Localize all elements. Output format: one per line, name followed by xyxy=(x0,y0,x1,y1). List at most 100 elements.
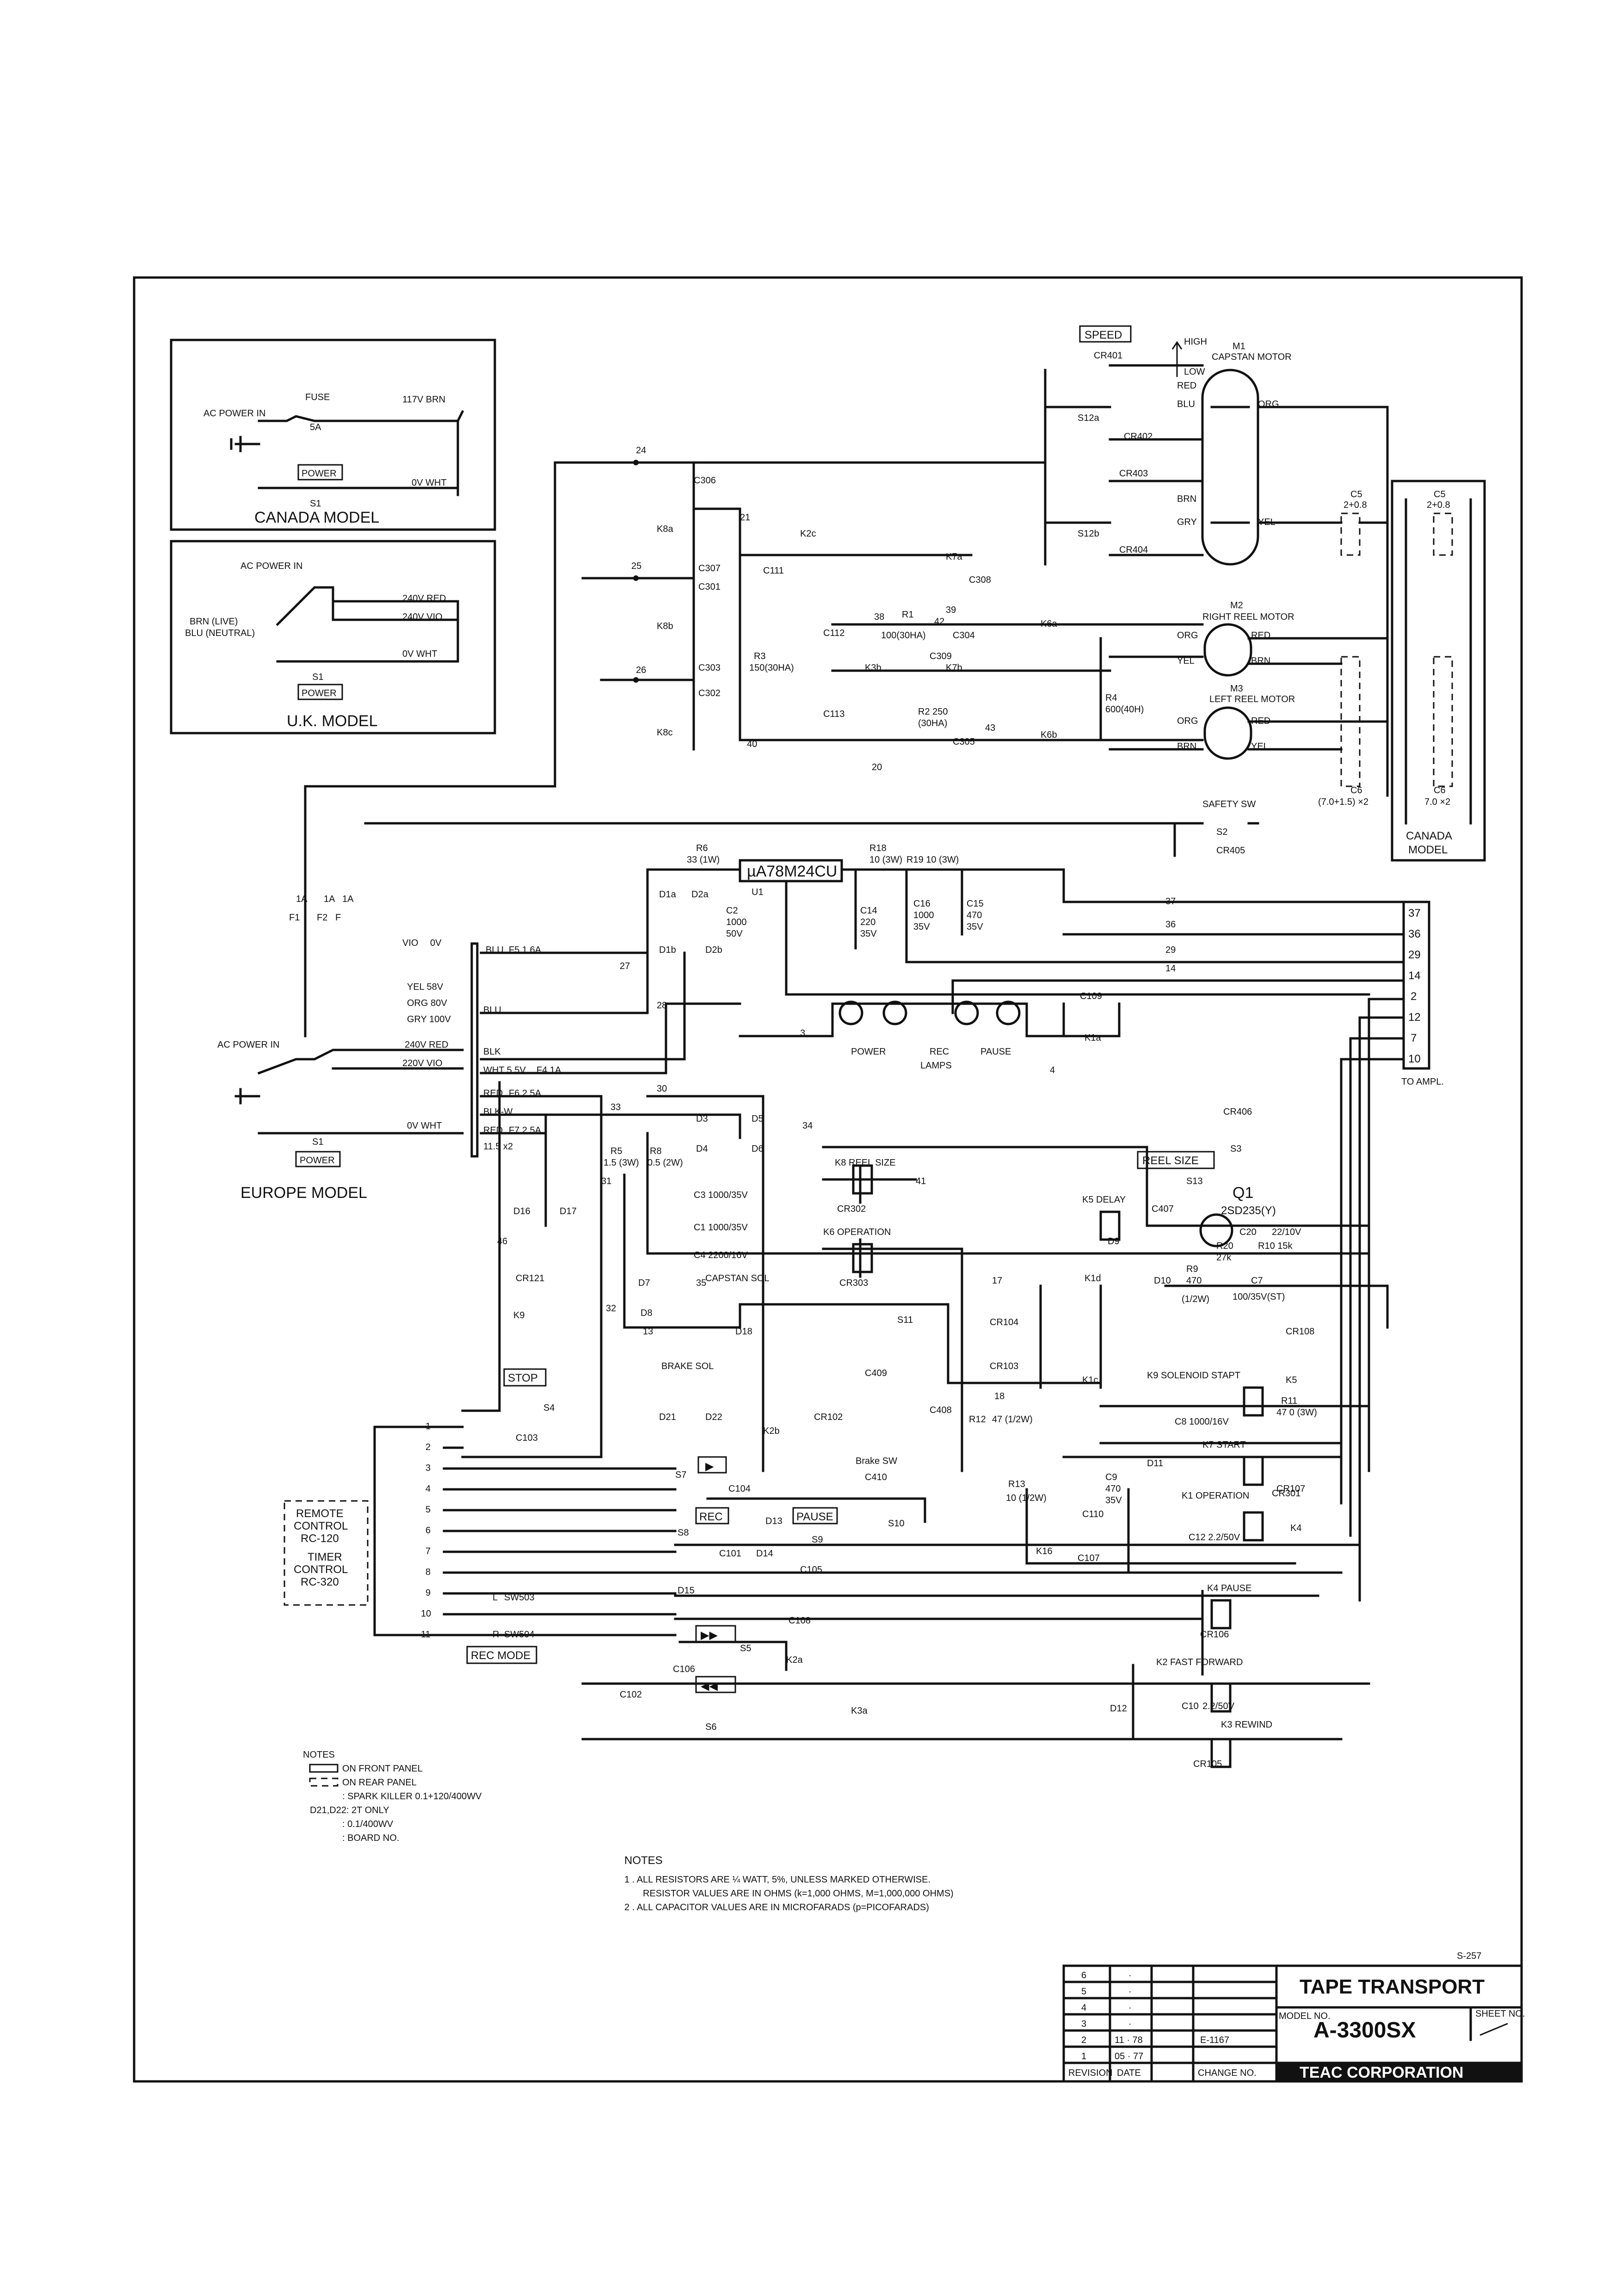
node-30: 30 xyxy=(657,1084,667,1094)
c2-value1: 1000 xyxy=(726,917,747,927)
rev-6: 6 xyxy=(1081,1970,1086,1981)
remote-line-1: REMOTE xyxy=(296,1507,344,1520)
node-43: 43 xyxy=(985,723,995,733)
rev-4-date: · xyxy=(1128,2003,1132,2013)
conn-label: TO AMPL. xyxy=(1401,1077,1444,1087)
k2b-label: K2b xyxy=(763,1426,780,1436)
s5-label: S5 xyxy=(740,1643,751,1654)
capstan-motor-symbol xyxy=(1201,369,1259,566)
k8a-label: K8a xyxy=(657,524,673,534)
c8-label: C8 1000/16V xyxy=(1175,1417,1229,1427)
c409-label: C409 xyxy=(865,1368,887,1378)
c113-label: C113 xyxy=(823,709,844,719)
c14-value1: 220 xyxy=(860,917,875,927)
node-28: 28 xyxy=(657,1000,667,1011)
capstan-sol-label: CAPSTAN SOL xyxy=(705,1273,770,1284)
k7-start-label: K7 START xyxy=(1202,1440,1246,1450)
d9-label: D9 xyxy=(1108,1236,1120,1247)
legend-spark: : SPARK KILLER 0.1+120/400WV xyxy=(342,1791,482,1802)
d13-label: D13 xyxy=(765,1516,783,1526)
node-14: 14 xyxy=(1165,963,1176,974)
cr401-label: CR401 xyxy=(1094,351,1122,361)
q1-label: Q1 xyxy=(1233,1184,1253,1202)
c309-label: C309 xyxy=(930,651,952,661)
k6-relay-coil xyxy=(852,1243,873,1273)
rev-2-date: 11 · 78 xyxy=(1115,2035,1143,2045)
c12-label: C12 2.2/50V xyxy=(1189,1532,1240,1543)
model-label: MODEL NO. xyxy=(1279,2011,1331,2021)
d7-label: D7 xyxy=(638,1278,650,1288)
lamp-pause-icon xyxy=(996,1000,1021,1025)
sw-l-label: L xyxy=(493,1592,498,1603)
k9-contact-label: K9 xyxy=(513,1310,524,1321)
sheet-code: S-257 xyxy=(1457,1951,1481,1961)
c5-value: 2+0.8 xyxy=(1344,500,1367,510)
canada-power-label: POWER xyxy=(302,469,337,479)
title-block: S-257 6 · 5 · 4 · 3 · 2 11 · 78 E-1167 1… xyxy=(1062,1951,1525,2083)
r8-label: R8 xyxy=(650,1146,662,1156)
c102-label: C102 xyxy=(620,1690,642,1700)
europe-power-box xyxy=(295,1151,341,1167)
remote-pin-10: 10 xyxy=(421,1609,431,1619)
node-37: 37 xyxy=(1165,896,1176,907)
q1-value: 2SD235(Y) xyxy=(1221,1204,1276,1217)
speed-low: LOW xyxy=(1184,367,1205,377)
uk-blu: BLU (NEUTRAL) xyxy=(185,628,255,638)
r11-label: R11 xyxy=(1281,1396,1297,1406)
fuse-f3: F xyxy=(335,913,341,923)
c7-value: 100/35V(ST) xyxy=(1233,1292,1285,1302)
c101-label: C101 xyxy=(719,1549,741,1559)
canada-heading: CANADA MODEL xyxy=(254,509,379,526)
node-31: 31 xyxy=(601,1176,611,1186)
legend-block: NOTES ON FRONT PANEL ON REAR PANEL : SPA… xyxy=(303,1750,482,1843)
remote-control-block: REMOTE CONTROL RC-120 TIMER CONTROL RC-3… xyxy=(284,1421,677,1640)
r9-value: 470 xyxy=(1186,1276,1202,1286)
c303-label: C303 xyxy=(698,663,721,673)
cr301-label: CR301 xyxy=(1272,1488,1300,1499)
r9-label: R9 xyxy=(1186,1264,1198,1274)
rev-1: 1 xyxy=(1081,2051,1086,2061)
play-box xyxy=(697,1456,727,1474)
speed-box xyxy=(1079,325,1132,343)
cr403-label: CR403 xyxy=(1119,469,1148,479)
play-icon: ▶ xyxy=(705,1460,714,1473)
c410-label: C410 xyxy=(865,1472,887,1482)
k7-relay-coil xyxy=(1243,1456,1264,1486)
c15-label: C15 xyxy=(967,899,984,909)
brake-sol-label: BRAKE SOL xyxy=(661,1361,714,1371)
uk-heading: U.K. MODEL xyxy=(287,712,377,730)
c308-label: C308 xyxy=(969,575,991,585)
node-27: 27 xyxy=(620,961,630,971)
lamps-label: LAMPS xyxy=(920,1061,952,1071)
sw503-label: SW503 xyxy=(504,1592,535,1603)
legend-front: ON FRONT PANEL xyxy=(342,1764,423,1774)
speed-arrow-icon xyxy=(1171,341,1183,377)
c10-value: 2.2/50V xyxy=(1202,1701,1235,1711)
r5-label: R5 xyxy=(610,1146,623,1156)
rev-3-date: · xyxy=(1128,2019,1132,2029)
c9-value1: 470 xyxy=(1105,1484,1121,1494)
c4-label: C4 2200/16V xyxy=(694,1250,748,1260)
r1-value: 100(30HA) xyxy=(881,630,926,641)
m1-wire-red: RED xyxy=(1177,381,1196,391)
remote-line-3: RC-120 xyxy=(301,1532,339,1545)
remote-pin-7: 7 xyxy=(425,1546,431,1556)
legend-rear: ON REAR PANEL xyxy=(342,1778,417,1788)
k2a-label: K2a xyxy=(786,1655,803,1665)
canada-ac-power-in: AC POWER IN xyxy=(203,408,265,419)
control-section: CR406 S3 REEL SIZE S13 K8 REEL SIZE CR30… xyxy=(461,1081,1389,1769)
reel-relay-section: 24 25 26 21 38 39 42 43 40 20 K8a K8b K8… xyxy=(304,445,1259,1037)
rev-5: 5 xyxy=(1081,1987,1086,1997)
canada-plug-icon xyxy=(230,436,260,452)
s10-label: S10 xyxy=(888,1518,905,1529)
m1-wire-brn: BRN xyxy=(1177,494,1196,504)
node-20: 20 xyxy=(872,762,882,772)
fuse-f2-value: 1A xyxy=(324,894,335,904)
k6b-label: K6b xyxy=(1041,730,1057,740)
cr108-label: CR108 xyxy=(1286,1327,1314,1337)
pause-box xyxy=(792,1507,838,1524)
k9-solenoid-label: K9 SOLENOID STAPT xyxy=(1147,1370,1240,1381)
canada-117v: 117V BRN xyxy=(402,395,445,405)
r4-label: R4 xyxy=(1105,693,1117,703)
k5-delay-label: K5 DELAY xyxy=(1082,1195,1126,1205)
